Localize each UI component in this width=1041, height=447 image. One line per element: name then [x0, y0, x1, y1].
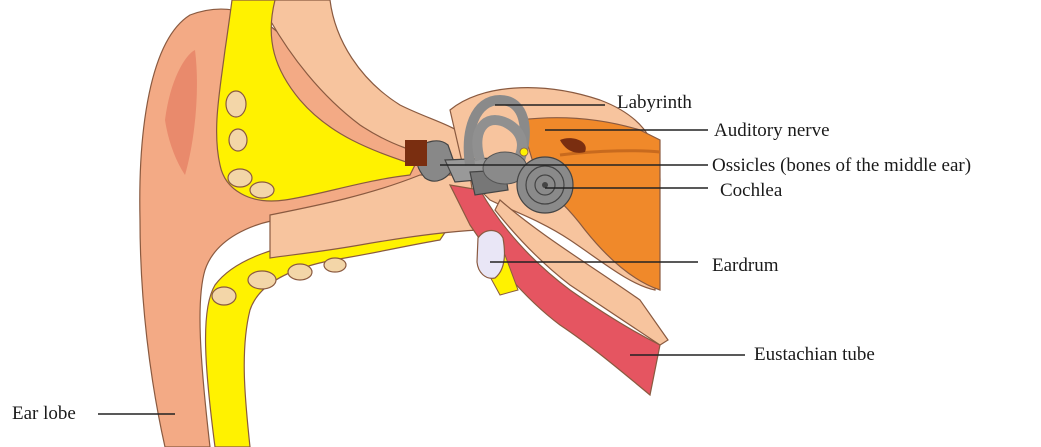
middle-ear-dark	[405, 140, 427, 166]
cartilage-lower	[206, 225, 450, 447]
cartilage-nodule	[212, 287, 236, 305]
label-labyrinth: Labyrinth	[617, 93, 692, 112]
cartilage-nodule	[324, 258, 346, 272]
label-cochlea: Cochlea	[720, 181, 782, 200]
yellow-dot	[520, 148, 528, 156]
cartilage-nodule	[248, 271, 276, 289]
label-eardrum: Eardrum	[712, 256, 778, 275]
cartilage-nodule	[288, 264, 312, 280]
eardrum-membrane	[477, 231, 504, 279]
cartilage-nodule	[228, 169, 252, 187]
cartilage-nodule	[250, 182, 274, 198]
label-ossicles: Ossicles (bones of the middle ear)	[712, 156, 971, 175]
cartilage-nodule	[229, 129, 247, 151]
label-auditory-nerve: Auditory nerve	[714, 121, 830, 140]
cartilage-nodule	[226, 91, 246, 117]
label-eustachian-tube: Eustachian tube	[754, 345, 875, 364]
label-ear-lobe: Ear lobe	[12, 404, 76, 423]
